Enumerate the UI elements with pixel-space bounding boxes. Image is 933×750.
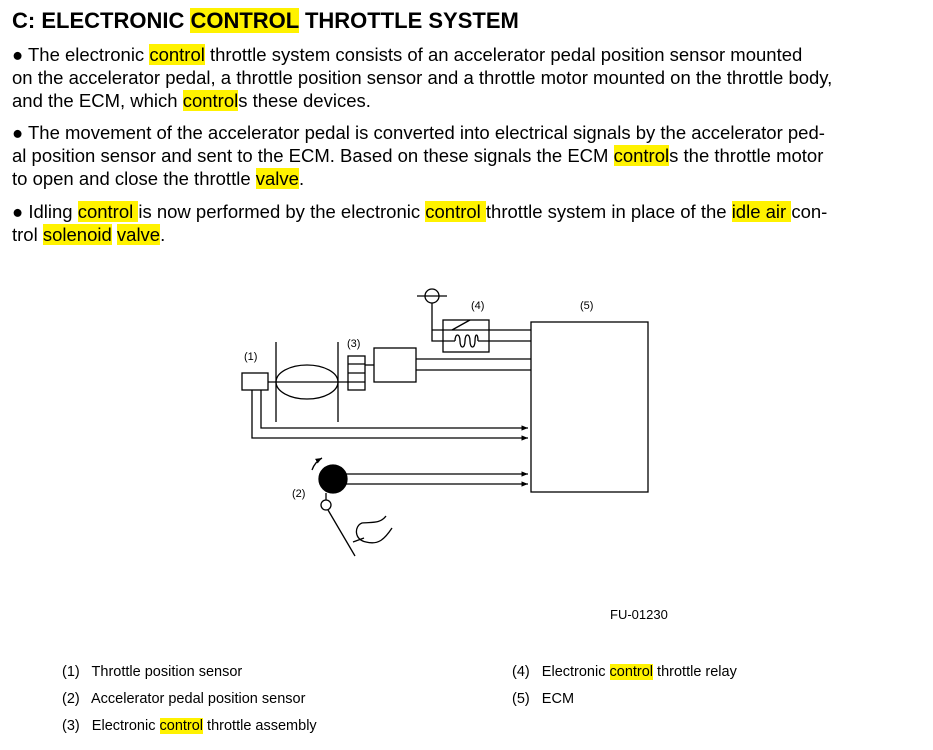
highlighted-term: control [609,664,654,680]
paragraph-line: trol solenoid valve. [12,224,165,246]
label-5: (5) [580,300,593,312]
label-2: (2) [292,488,305,500]
text-segment: s the throttle motor [669,145,824,166]
text-segment: (5) ECM [512,691,575,707]
figure-id: FU-01230 [610,607,668,622]
gear-assembly [347,355,366,391]
section-title: C: ELECTRONIC CONTROL THROTTLE SYSTEM [12,8,519,34]
highlighted-term: control [149,44,205,65]
label-3: (3) [347,338,360,350]
text-segment: and the ECM, which [12,90,183,111]
highlighted-term: valve [255,168,299,189]
text-segment: ● The movement of the accelerator pedal … [12,122,825,143]
highlighted-term: control [613,145,670,166]
paragraph-line: to open and close the throttle valve. [12,168,304,190]
text-segment: con- [791,201,828,222]
text-segment: . [160,224,166,245]
legend-item: (2) Accelerator pedal position sensor [62,691,305,707]
highlighted-term: control [77,201,139,222]
coil-icon [454,334,479,348]
paragraph-line: ● The movement of the accelerator pedal … [12,122,825,144]
text-segment: . [298,168,305,189]
text-segment: ● The electronic [12,44,150,65]
throttle-motor [373,347,417,383]
text-segment: throttle system in place of the [485,201,732,222]
text-segment: throttle system consists of an accelerat… [204,44,803,65]
legend-item: (3) Electronic control throttle assembly [62,718,317,734]
text-segment: s these devices. [238,90,371,111]
pedal-sensor [318,464,348,494]
throttle-position-sensor [241,372,269,391]
text-segment: (2) Accelerator pedal position sensor [62,691,306,707]
power-source-icon [417,288,447,304]
text-segment: trol [12,224,43,245]
label-1: (1) [244,351,257,363]
highlighted-term: idle air [731,201,792,222]
highlighted-term: control [425,201,486,222]
text-segment: to open and close the throttle [12,168,256,189]
paragraph-line: ● Idling control is now performed by the… [12,201,827,223]
text-segment: ● Idling [12,201,78,222]
text-segment: (3) Electronic [62,718,160,734]
ecm-box [530,321,649,493]
text-segment: is now performed by the electronic [138,201,426,222]
foot-icon [352,515,393,544]
text-segment: al position sensor and sent to the ECM. … [12,145,614,166]
highlighted-term: valve [116,224,161,245]
text-segment: throttle relay [653,664,737,680]
text-segment: on the accelerator pedal, a throttle pos… [12,67,833,88]
legend-item: (5) ECM [512,691,574,707]
paragraph-line: and the ECM, which controls these device… [12,90,371,112]
legend-item: (1) Throttle position sensor [62,664,242,680]
highlighted-term: solenoid [42,224,112,245]
text-segment: (1) Throttle position sensor [62,664,243,680]
text-segment: C: ELECTRONIC [12,8,191,33]
highlighted-term: CONTROL [190,8,299,33]
paragraph-line: al position sensor and sent to the ECM. … [12,145,823,167]
label-4: (4) [471,300,484,312]
legend-item: (4) Electronic control throttle relay [512,664,737,680]
text-segment: THROTTLE SYSTEM [298,8,519,33]
paragraph-line: on the accelerator pedal, a throttle pos… [12,67,832,89]
paragraph-line: ● The electronic control throttle system… [12,44,802,66]
accelerator-pedal [327,509,356,557]
highlighted-term: control [159,718,204,734]
text-segment: (4) Electronic [512,664,610,680]
text-segment: throttle assembly [203,718,317,734]
highlighted-term: control [182,90,239,111]
relay-box [442,319,490,353]
